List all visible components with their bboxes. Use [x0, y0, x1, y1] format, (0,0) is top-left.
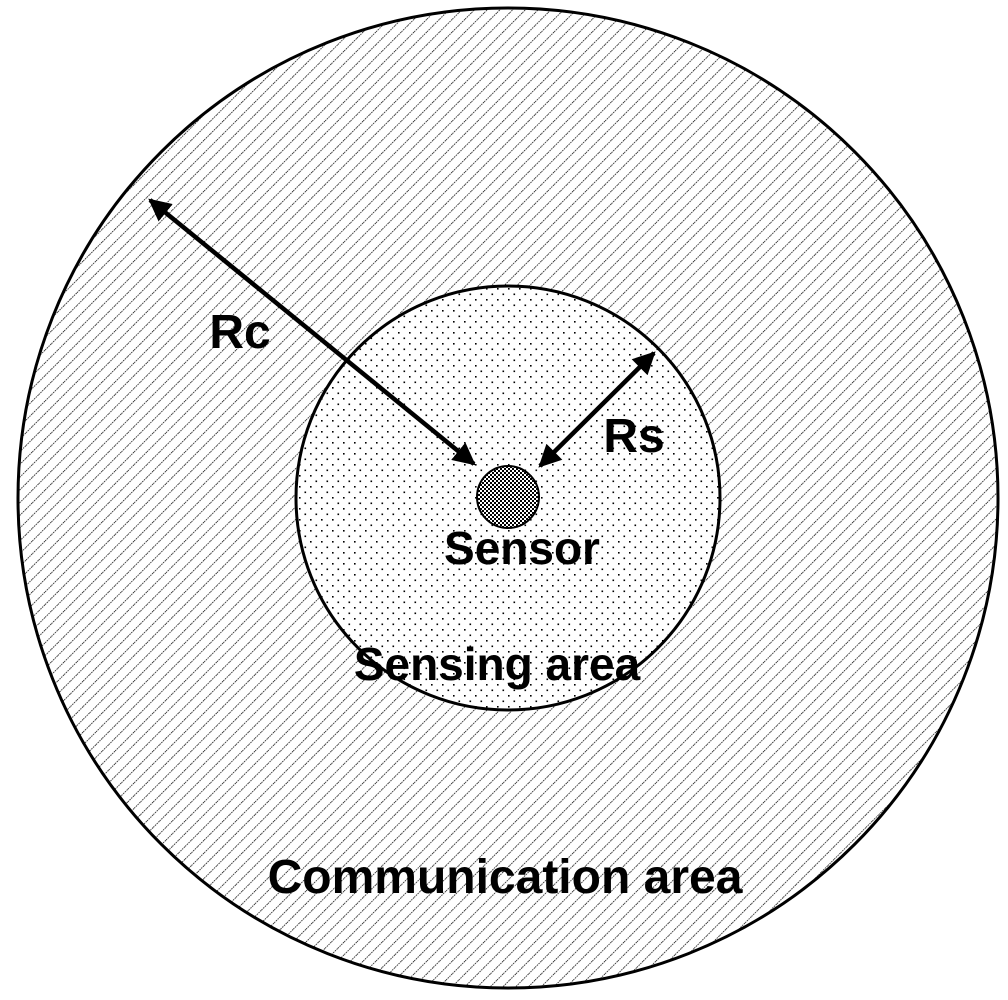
rc-radius-arrow [148, 198, 476, 466]
sensor-label: Sensor [444, 522, 600, 574]
communication-area-label: Communication area [268, 851, 743, 904]
rs-radius-arrow [538, 351, 656, 468]
rc-label: Rc [209, 306, 270, 359]
sensor-node [476, 465, 540, 529]
rs-label: Rs [603, 410, 664, 463]
sensing-area-label: Sensing area [354, 638, 641, 690]
